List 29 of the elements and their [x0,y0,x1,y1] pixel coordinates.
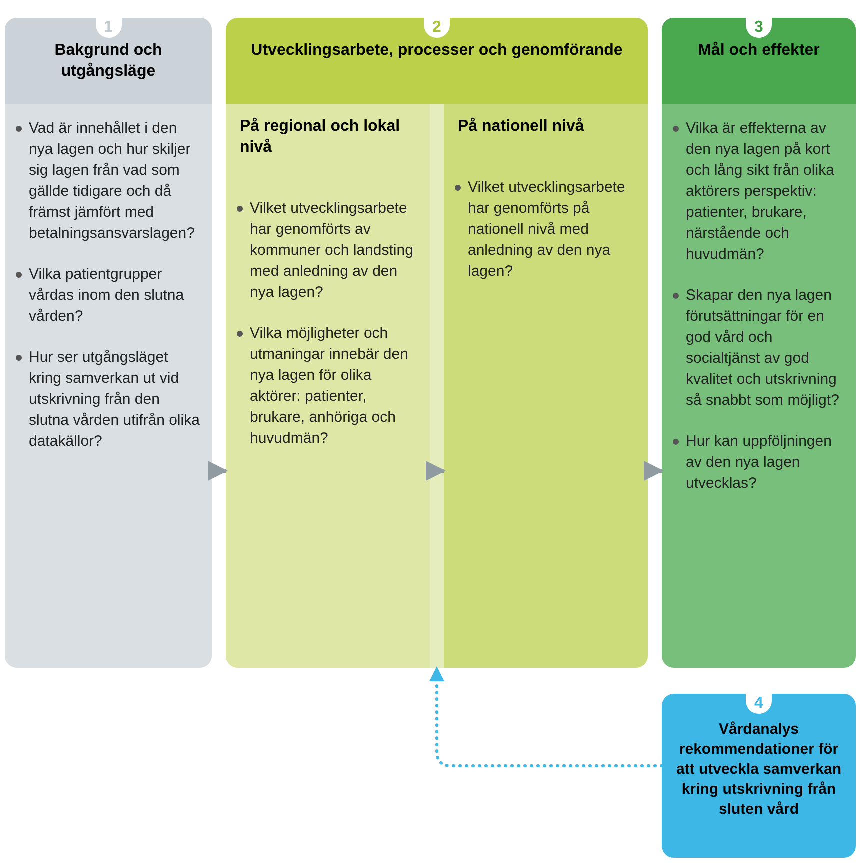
box-text: Vårdanalys rekommendationer för att utveckla samverkan kring utskrivning från sluten vård [675,720,843,820]
step-number: 3 [746,18,772,38]
sub-heading: På regional och lokal nivå [240,116,402,158]
stage-panel [226,18,648,668]
bullet-item: Vilka är effekterna av den nya lagen på kort och lång sikt från olika aktörers perspektiv: patienter, brukare, närstående och huvudmän? [672,118,848,265]
stage-column [662,18,856,668]
sub-heading: På nationell nivå [458,116,586,137]
bullet-item: Vilket utvecklingsarbete har genomförts på nationell nivå med anledning av den nya lagen? [454,177,640,282]
column-heading: Mål och effekter [697,40,821,61]
column-heading: Utvecklingsarbete, processer och genomförande [250,41,624,61]
arrow [430,666,664,768]
bullet-item: Vad är innehållet i den nya lagen och hur skiljer sig lagen från vad som gällde tidigare och då främst jämfört med betalningsansvarslagen? [15,118,204,244]
column-heading: Bakgrund och utgångsläge [54,41,164,82]
step-number: 4 [746,694,772,714]
sub-column [226,104,430,668]
step-number: 2 [424,18,450,38]
sub-column [444,104,648,668]
bullet-item: Skapar den nya lagen förutsättningar för en god vård och socialtjänst av god kvalitet och utskrivning så snabbt som möjligt? [672,285,848,411]
bullet-item: Vilka patientgrupper vårdas inom den slutna vården? [15,264,204,327]
arrow [208,461,228,481]
bullet-item: Hur ser utgångsläget kring samverkan ut vid utskrivning från den slutna vården utifrån olika datakällor? [15,347,204,452]
bullet-item: Hur kan uppföljningen av den nya lagen utvecklas? [672,431,848,494]
bullet-item: Vilka möjligheter och utmaningar innebär den nya lagen för olika aktörer: patienter, brukare, anhöriga och huvudmän? [236,323,422,449]
arrow [644,461,664,481]
recommendation-box [662,694,856,858]
stage-column [5,18,212,668]
step-number: 1 [96,18,122,38]
arrow [426,461,446,481]
bullet-item: Vilket utvecklingsarbete har genomförts av kommuner och landsting med anledning av den nya lagen? [236,198,422,303]
